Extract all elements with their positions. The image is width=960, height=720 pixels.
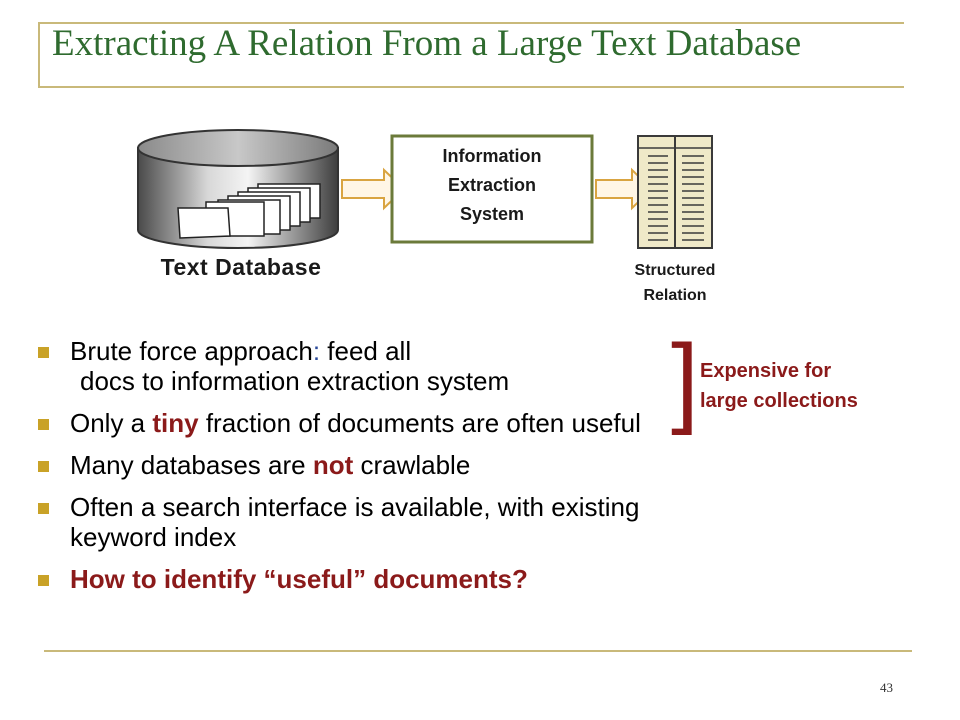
- structured-relation-label: Structured Relation: [600, 258, 750, 308]
- expensive-note-line-1: Expensive for: [700, 360, 832, 382]
- bullet-square-icon: [38, 419, 49, 430]
- bullet-identify-text: How to identify “useful” documents?: [70, 564, 528, 594]
- slide-title: Extracting A Relation From a Large Text …: [52, 23, 802, 64]
- bullet-search-interface: Often a search interface is available, w…: [36, 492, 856, 552]
- pipeline-diagram: [137, 129, 713, 249]
- title-frame-vertical: [38, 22, 40, 88]
- relation-line-1: Structured: [634, 262, 716, 279]
- bullet-identify-useful: How to identify “useful” documents?: [36, 564, 856, 594]
- text-database-label: Text Database: [160, 254, 322, 280]
- page-number: 43: [880, 680, 893, 695]
- ie-system-line-3: System: [459, 204, 525, 224]
- bullet-brute-force: Brute force approach: feed all docs to i…: [36, 336, 856, 396]
- bullet-tiny-fraction: Only a tiny fraction of documents are of…: [36, 408, 856, 438]
- ie-system-line-1: Information: [442, 146, 542, 166]
- title-underline: [38, 86, 904, 88]
- bullet-tiny-highlight: tiny: [152, 408, 199, 438]
- bullet-search-line-2: keyword index: [70, 522, 237, 552]
- documents-stack-icon: [177, 183, 321, 239]
- bullet-tiny-after: fraction of documents are often useful: [198, 408, 641, 438]
- bullet-brute-force-line-2: docs to information extraction system: [80, 366, 510, 396]
- bullet-search-line-1: Often a search interface is available, w…: [70, 492, 640, 522]
- bullet-brute-force-text-a: Brute force approach: [70, 336, 313, 366]
- bullet-square-icon: [38, 461, 49, 472]
- footer-rule: [44, 650, 912, 652]
- expensive-bracket: ]: [671, 324, 699, 436]
- bullet-brute-force-colon: :: [312, 336, 321, 366]
- bullet-not-highlight: not: [312, 450, 354, 480]
- bullet-not-after: crawlable: [353, 450, 471, 480]
- bullet-brute-force-line-1: Brute force approach: feed all: [70, 336, 856, 366]
- title-frame-top: [38, 22, 904, 24]
- expensive-note: Expensive for large collections: [700, 356, 858, 416]
- bullet-brute-force-text-b: feed all: [320, 336, 412, 366]
- bullet-square-icon: [38, 347, 49, 358]
- relation-line-2: Relation: [643, 287, 707, 304]
- expensive-note-line-2: large collections: [700, 390, 858, 412]
- ie-system-line-2: Extraction: [447, 175, 537, 195]
- bullet-not-crawlable: Many databases are not crawlable: [36, 450, 856, 480]
- ie-system-box: [390, 134, 594, 244]
- bullet-square-icon: [38, 575, 49, 586]
- bullet-square-icon: [38, 503, 49, 514]
- ie-system-label: Information Extraction System: [392, 142, 592, 229]
- bullet-tiny-before: Only a: [70, 408, 153, 438]
- bullet-not-before: Many databases are: [70, 450, 313, 480]
- relation-table-icon: [637, 135, 713, 249]
- bullet-list: Brute force approach: feed all docs to i…: [36, 336, 856, 606]
